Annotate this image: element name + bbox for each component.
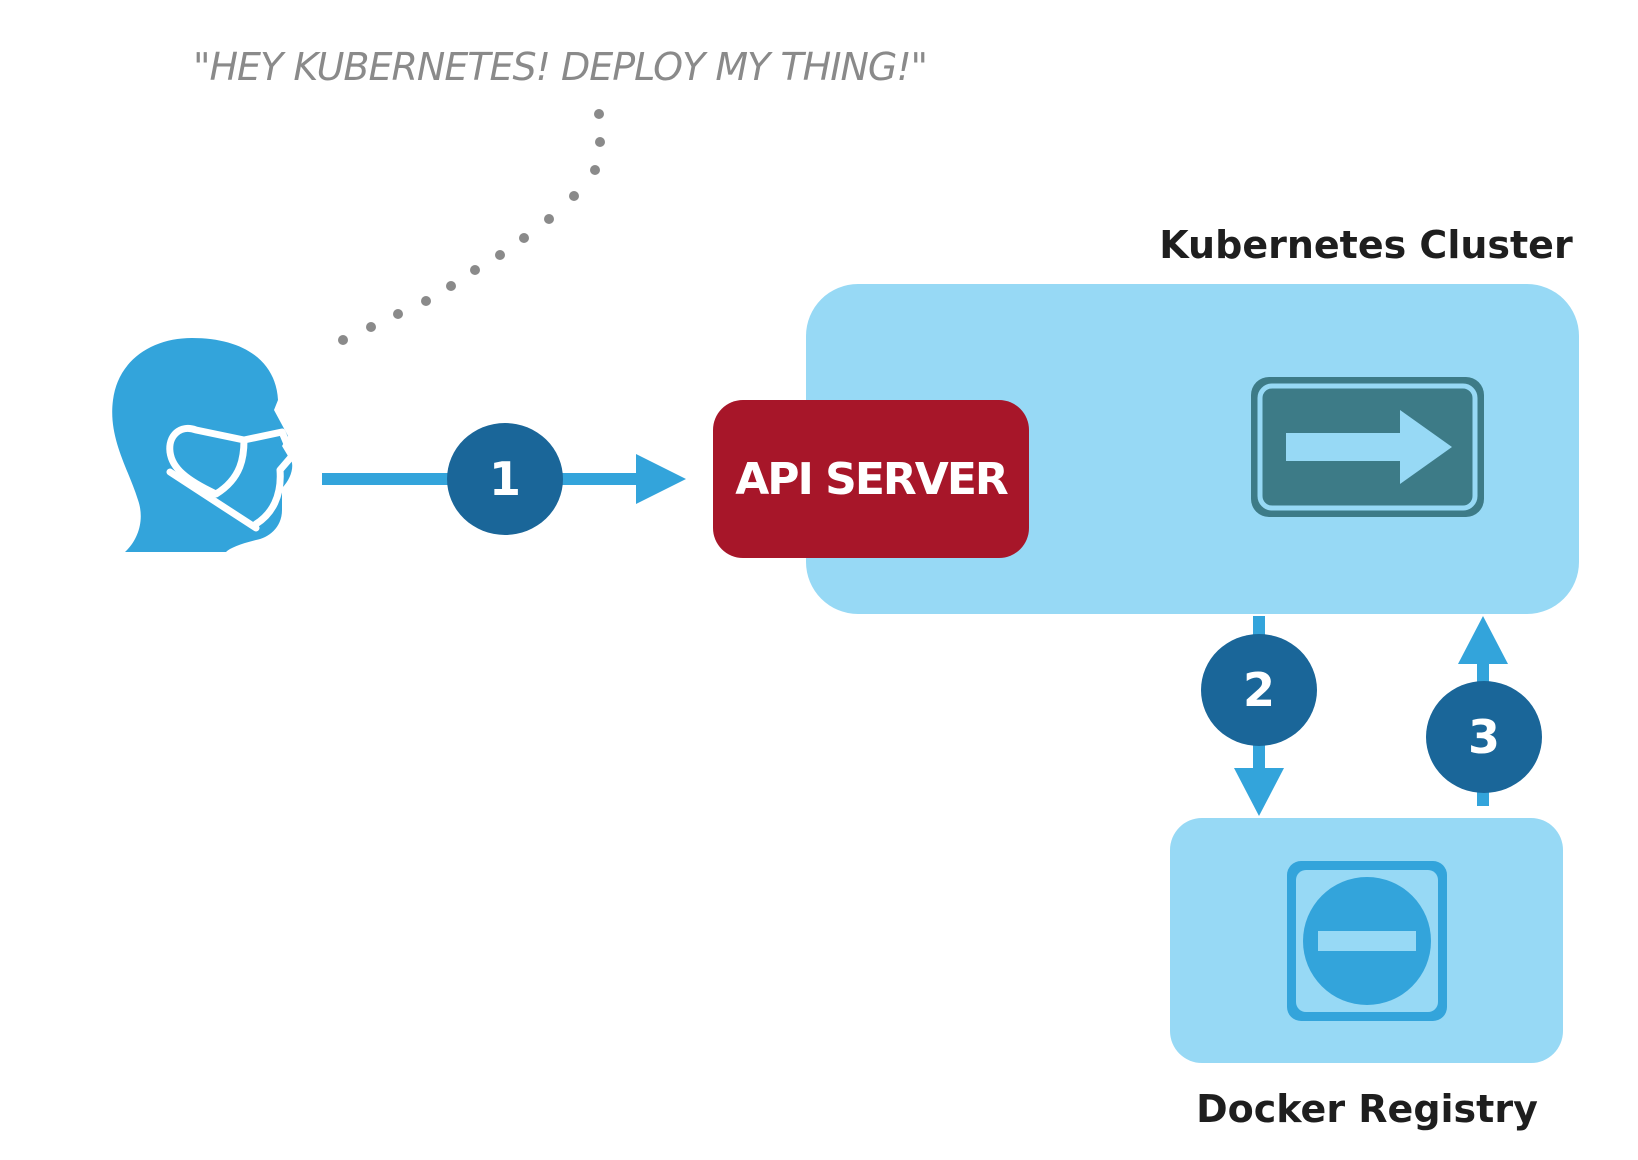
- right-arrow-sign-icon: [1251, 377, 1484, 517]
- step-1-badge: 1: [447, 423, 563, 535]
- no-entry-sign-icon: [1287, 861, 1447, 1021]
- api-server-box: API SERVER: [713, 400, 1029, 558]
- step-2-badge: 2: [1201, 634, 1317, 746]
- person-with-mask-icon: [112, 338, 296, 552]
- step-1-number: 1: [489, 452, 521, 506]
- step-3-badge: 3: [1426, 681, 1542, 793]
- cluster-title: Kubernetes Cluster: [1159, 223, 1573, 267]
- registry-title: Docker Registry: [1196, 1087, 1538, 1131]
- speech-dots: [338, 109, 605, 345]
- step-3-number: 3: [1468, 710, 1500, 764]
- api-server-label: API SERVER: [735, 454, 1008, 505]
- step-2-number: 2: [1243, 663, 1275, 717]
- speech-text: "HEY KUBERNETES! DEPLOY MY THING!": [193, 45, 927, 89]
